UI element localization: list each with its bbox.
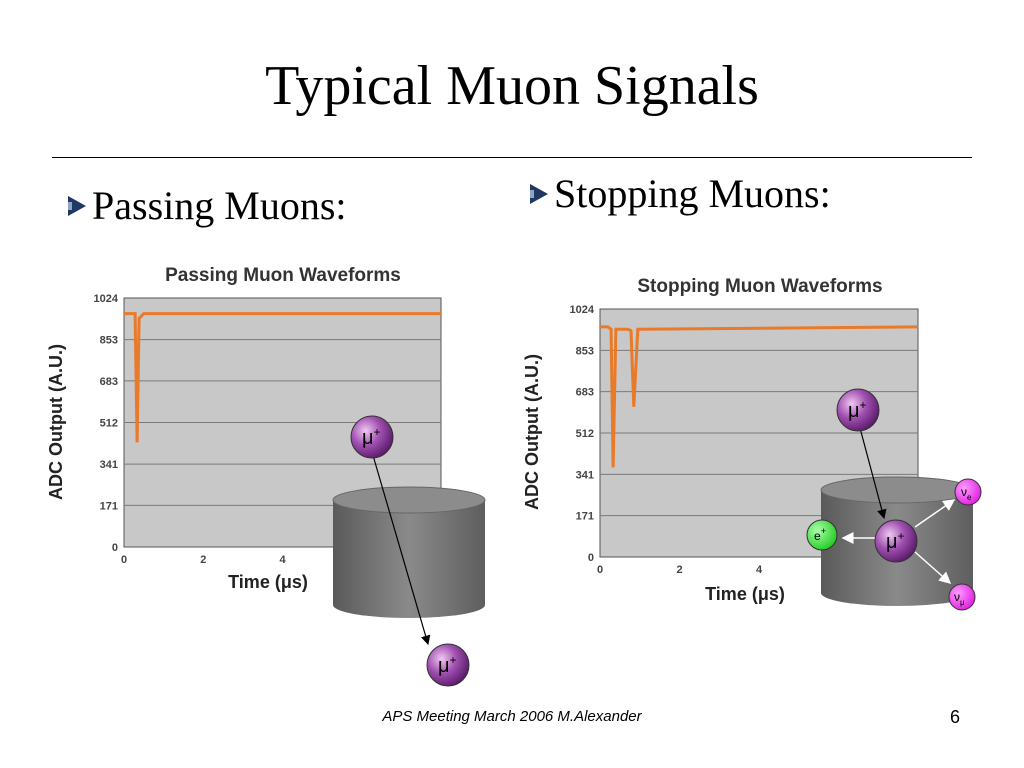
svg-text:μ+: μ+: [886, 529, 905, 553]
svg-text:μ+: μ+: [848, 398, 867, 422]
y-tick-labels: 0 171 341 512 683 853 1024: [94, 293, 119, 554]
y-tick-label: 0: [588, 552, 594, 564]
bullet-stopping-label: Stopping Muons:: [554, 171, 831, 216]
slide-title: Typical Muon Signals: [265, 55, 759, 117]
y-tick-label: 683: [100, 376, 118, 388]
y-tick-label: 171: [100, 500, 118, 512]
y-tick-label: 512: [576, 428, 594, 440]
x-tick-label: 0: [597, 564, 603, 576]
title-divider: [52, 157, 972, 158]
muon-track-arrow: [371, 451, 431, 646]
y-tick-label: 1024: [570, 304, 595, 316]
footer-text: APS Meeting March 2006 M.Alexander: [382, 708, 642, 725]
x-tick-label: 4: [756, 564, 763, 576]
muon-track-arrow: [859, 427, 887, 520]
y-tick-label: 341: [576, 469, 594, 481]
chart-passing: Passing Muon Waveforms 0 171 341 512 683 853 1…: [46, 265, 442, 592]
bullet-passing-muons: Passing Muons:: [68, 182, 347, 229]
svg-text:μ+: μ+: [362, 425, 381, 449]
chart-title: Passing Muon Waveforms: [165, 265, 401, 286]
svg-text:e+: e+: [814, 526, 826, 543]
particle-muon-stopped: μ+: [874, 519, 918, 563]
y-tick-label: 853: [576, 345, 594, 357]
x-tick-labels: 0 2 4: [597, 564, 763, 576]
particle-muon-in: μ+: [836, 388, 880, 432]
svg-text:μ+: μ+: [438, 653, 457, 677]
y-tick-label: 512: [100, 418, 118, 430]
x-tick-label: 4: [279, 554, 286, 566]
x-axis-title: Time (μs): [228, 572, 308, 592]
svg-text:νe: νe: [961, 485, 972, 502]
waveform-line: [124, 312, 441, 443]
particle-muon-out: μ+: [426, 643, 470, 687]
x-tick-label: 2: [200, 554, 206, 566]
y-tick-label: 1024: [94, 293, 119, 305]
chart-title: Stopping Muon Waveforms: [637, 276, 882, 297]
particle-electron-neutrino: νe: [954, 478, 982, 506]
y-tick-label: 683: [576, 387, 594, 399]
bullet-passing-label: Passing Muons:: [92, 183, 347, 228]
y-tick-label: 0: [112, 542, 118, 554]
svg-text:νμ: νμ: [954, 590, 965, 607]
x-tick-labels: 0 2 4: [121, 554, 287, 566]
y-tick-label: 341: [100, 459, 118, 471]
particle-muon-in: μ+: [350, 415, 394, 459]
particle-positron: e+: [806, 519, 838, 551]
y-tick-labels: 0 171 341 512 683 853 1024: [570, 304, 595, 564]
x-axis-title: Time (μs): [705, 584, 785, 604]
muon-neutrino-arrow: [914, 551, 952, 584]
x-tick-label: 0: [121, 554, 127, 566]
y-axis-title: ADC Output (A.U.): [522, 354, 542, 510]
particle-muon-neutrino: νμ: [948, 583, 976, 611]
electron-neutrino-arrow: [914, 499, 956, 528]
page-number: 6: [950, 707, 961, 727]
y-axis-title: ADC Output (A.U.): [46, 344, 66, 500]
bullet-arrow-icon: [530, 183, 548, 204]
y-tick-label: 171: [576, 511, 594, 523]
x-tick-label: 2: [676, 564, 682, 576]
waveform-line: [600, 325, 919, 468]
y-tick-label: 853: [100, 335, 118, 347]
bullet-arrow-icon: [68, 195, 86, 216]
bullet-stopping-muons: Stopping Muons:: [530, 170, 831, 217]
detector-cylinder-passing: [332, 486, 486, 618]
